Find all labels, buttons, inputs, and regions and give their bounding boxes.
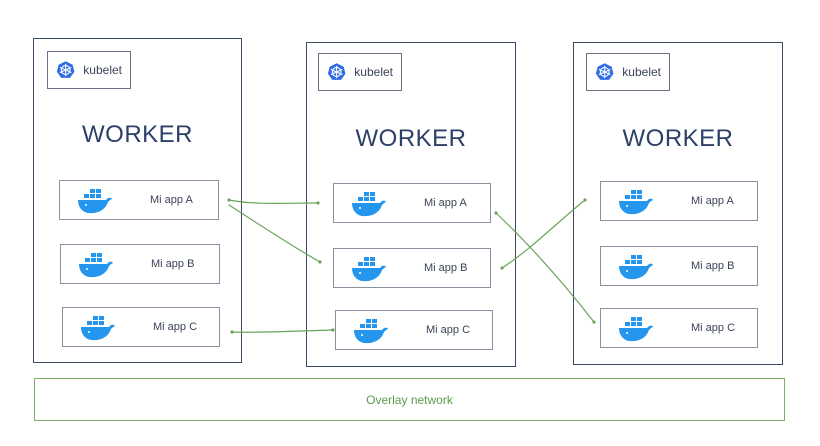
app-box-c: Mi app C: [62, 307, 220, 347]
app-label: Mi app B: [424, 262, 468, 274]
kubernetes-icon: [595, 63, 614, 80]
kubelet-label: kubelet: [83, 63, 122, 77]
docker-whale-icon: [619, 255, 653, 280]
kubelet-badge: kubelet: [47, 51, 131, 89]
docker-whale-icon: [352, 257, 386, 282]
kubelet-label: kubelet: [622, 65, 661, 79]
link-w1a-w2a: [228, 199, 319, 204]
app-label: Mi app B: [151, 258, 195, 270]
docker-whale-icon: [619, 317, 653, 342]
app-label: Mi app C: [153, 321, 198, 333]
worker-title: WORKER: [355, 125, 467, 152]
overlay-network-label: Overlay network: [366, 392, 453, 407]
app-box-c: Mi app C: [335, 310, 493, 350]
app-box-b: Mi app B: [333, 248, 491, 288]
worker-node-3: kubelet WORKER Mi app A Mi app B Mi app …: [573, 42, 783, 365]
docker-whale-icon: [78, 189, 112, 214]
docker-whale-icon: [354, 319, 388, 344]
kubelet-badge: kubelet: [586, 53, 670, 91]
app-box-b: Mi app B: [60, 244, 220, 284]
app-box-a: Mi app A: [600, 181, 758, 221]
worker-title: WORKER: [622, 125, 734, 152]
app-box-a: Mi app A: [59, 180, 219, 220]
app-label: Mi app B: [691, 260, 735, 272]
docker-whale-icon: [81, 316, 115, 341]
app-box-c: Mi app C: [600, 308, 758, 348]
kubernetes-icon: [56, 61, 75, 78]
app-label: Mi app C: [691, 322, 736, 334]
docker-whale-icon: [79, 253, 113, 278]
docker-whale-icon: [352, 192, 386, 217]
worker-node-1: kubelet WORKER Mi app A Mi app B Mi app …: [33, 38, 242, 363]
app-box-a: Mi app A: [333, 183, 491, 223]
app-box-b: Mi app B: [600, 246, 758, 286]
app-label: Mi app A: [691, 195, 734, 207]
worker-title: WORKER: [82, 121, 193, 148]
app-label: Mi app A: [424, 197, 467, 209]
app-label: Mi app A: [150, 194, 193, 206]
docker-whale-icon: [619, 190, 653, 215]
overlay-network: Overlay network: [34, 378, 785, 421]
app-label: Mi app C: [426, 324, 471, 336]
kubernetes-icon: [327, 63, 346, 80]
kubelet-badge: kubelet: [318, 53, 402, 91]
worker-node-2: kubelet WORKER Mi app A Mi app B Mi app …: [306, 42, 516, 367]
kubelet-label: kubelet: [354, 65, 393, 79]
